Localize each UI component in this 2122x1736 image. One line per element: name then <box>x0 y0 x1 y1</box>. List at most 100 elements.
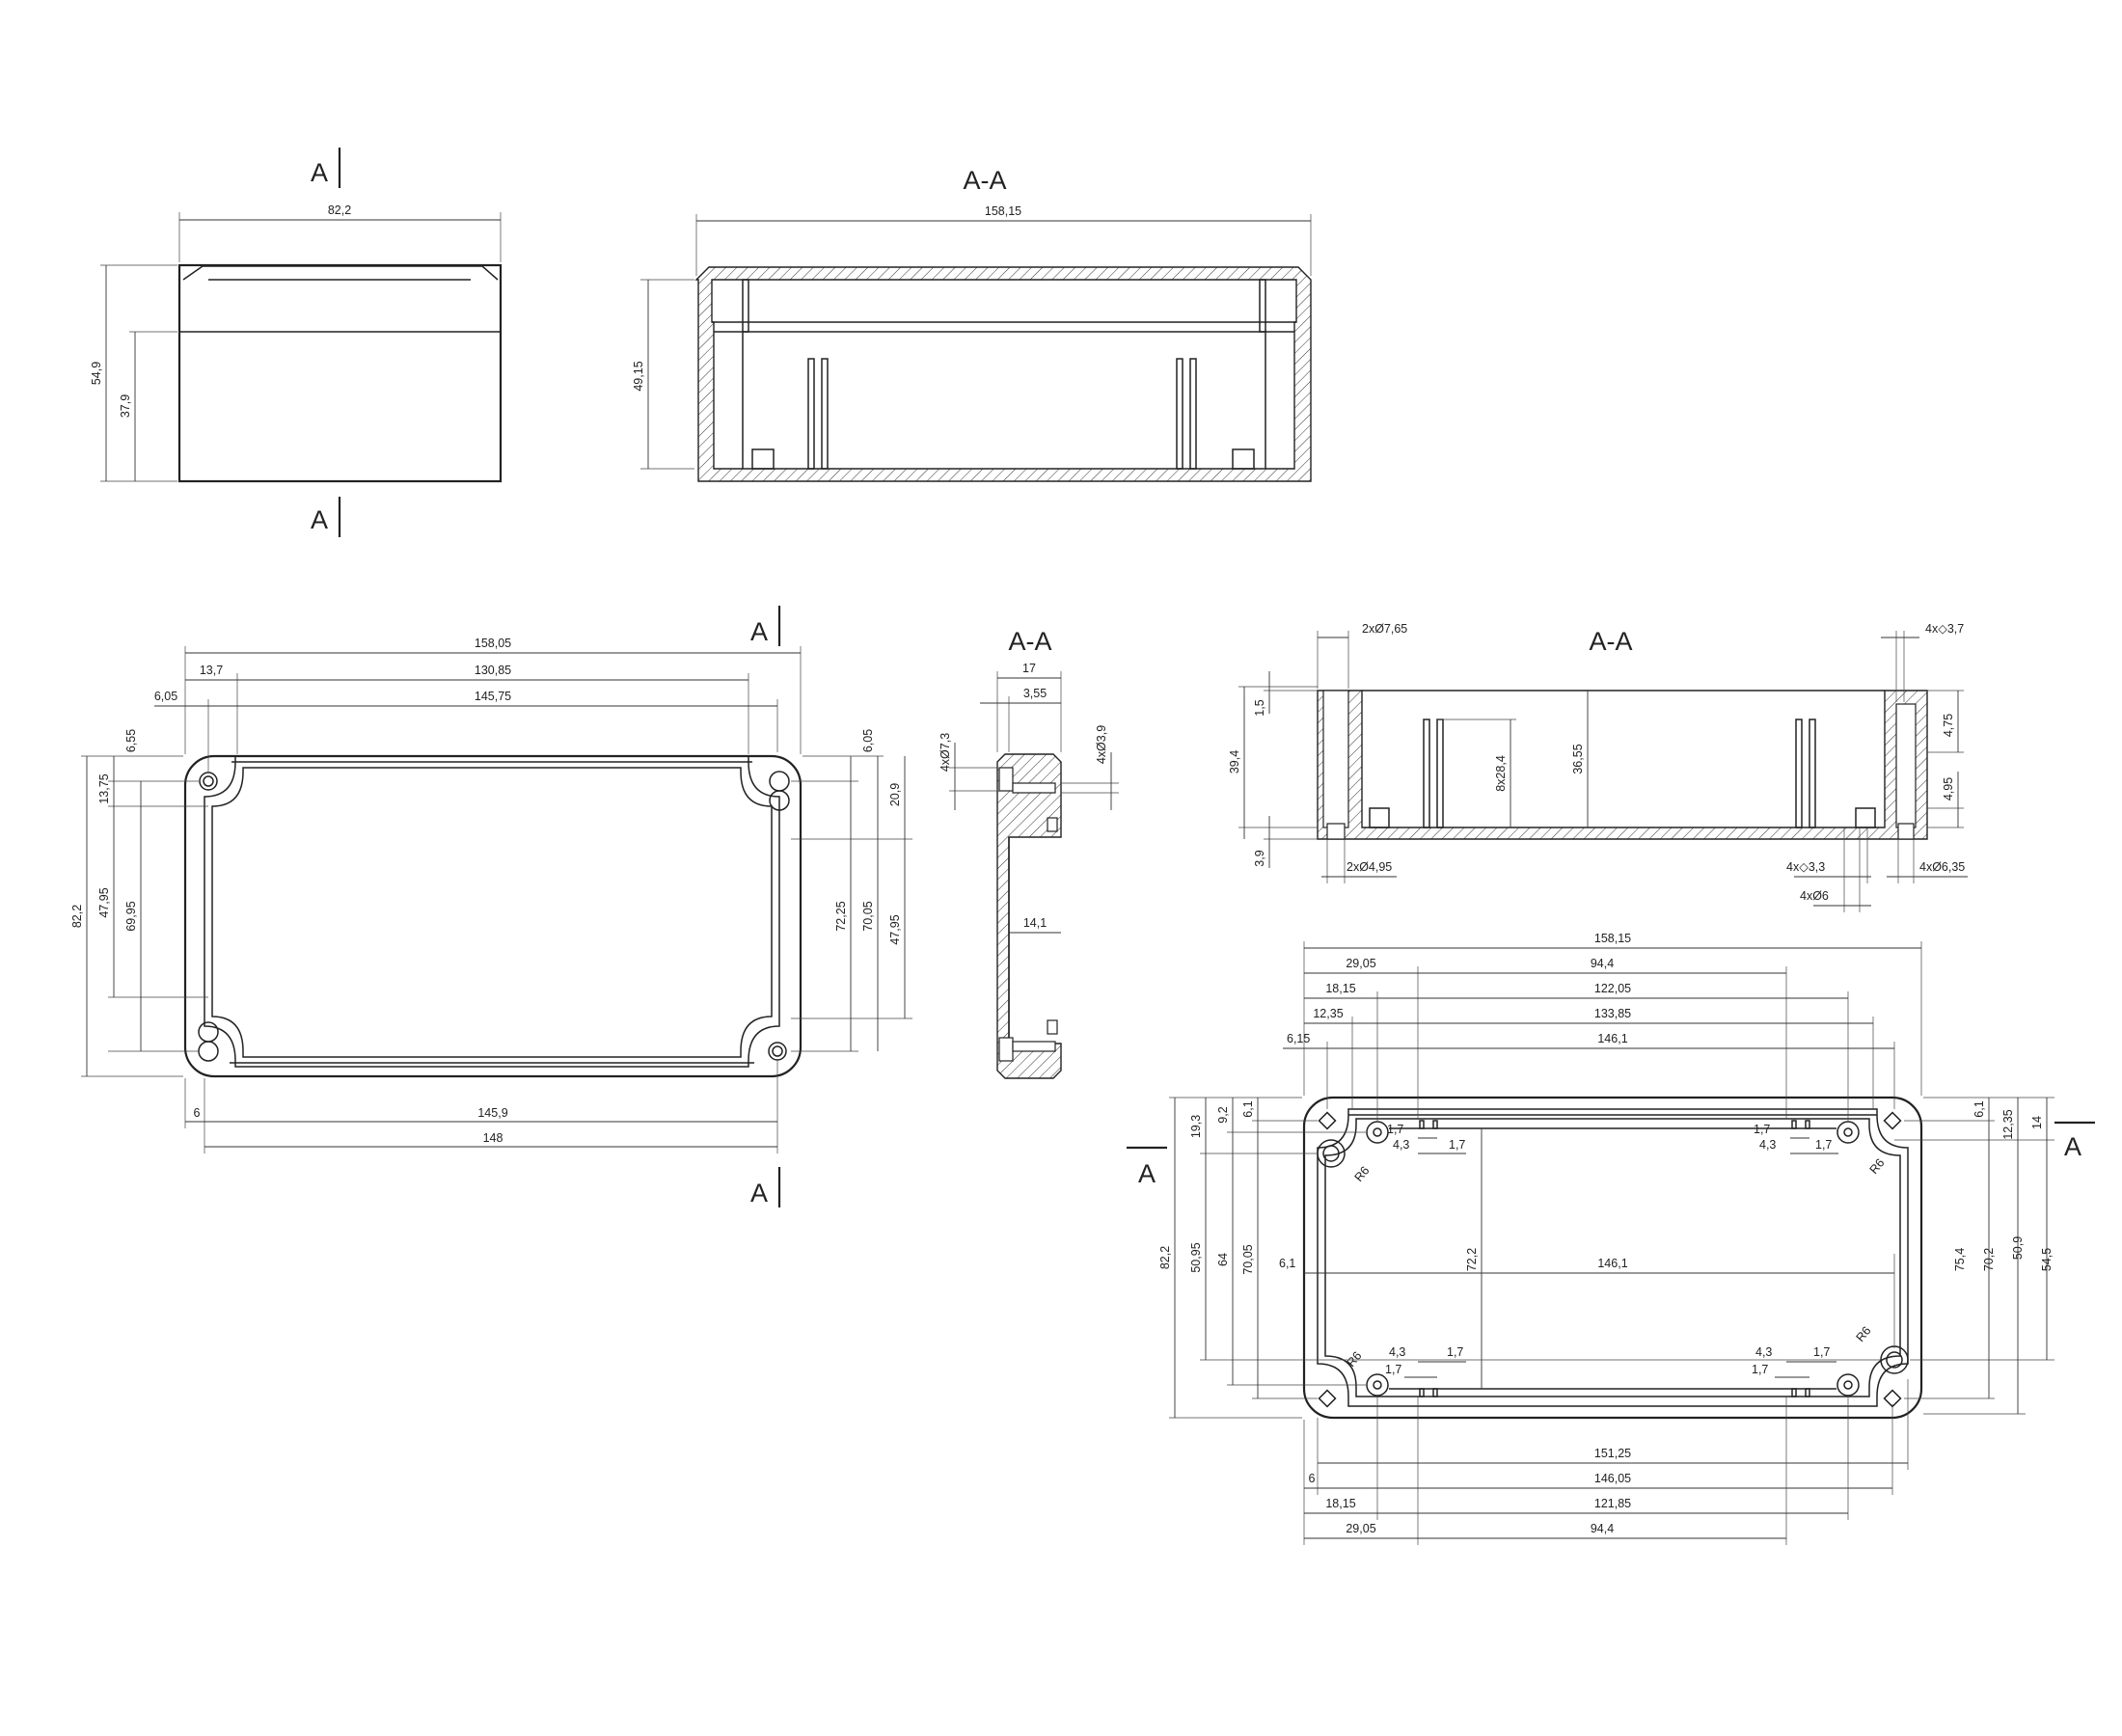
section-title: A-A <box>1589 627 1632 656</box>
dim-width: 82,2 <box>328 203 351 217</box>
dimension-label: 18,15 <box>1325 982 1355 995</box>
dimension-label: 1,7 <box>1813 1345 1830 1359</box>
dimension-label: 6,15 <box>1287 1032 1310 1045</box>
dimension-label: R6 <box>1352 1164 1373 1184</box>
dimension-label: 94,4 <box>1591 957 1614 970</box>
dimension-label: 6,55 <box>124 729 138 752</box>
view-section-long: A-A 158,15 49,15 <box>632 166 1312 482</box>
lid-outline <box>183 754 803 1078</box>
dimension-label: 1,7 <box>1449 1138 1465 1152</box>
dimension-label: 6,05 <box>861 729 875 752</box>
view-section-base: A-A 2xØ7,65 4x◇3,7 39,4 1,5 3,9 <box>1228 622 1968 912</box>
dimension-label: 12,35 <box>1313 1007 1343 1020</box>
dimension-label: 9,2 <box>1216 1106 1230 1123</box>
dimension-label: 29,05 <box>1346 1522 1375 1535</box>
dimension-label: 4,3 <box>1389 1345 1405 1359</box>
dimension-label: 4,75 <box>1942 714 1955 737</box>
dimension-label: 20,9 <box>888 783 902 806</box>
dimension-label: 3,9 <box>1253 850 1266 866</box>
dimension-label: 1,7 <box>1815 1138 1832 1152</box>
dimension-label: 72,25 <box>834 901 848 931</box>
dimension-label: 148 <box>483 1131 503 1145</box>
dimension-label: 1,7 <box>1752 1363 1768 1376</box>
dimension-label: 146,1 <box>1597 1257 1627 1270</box>
dimension-label: 122,05 <box>1594 982 1631 995</box>
box-outline <box>177 263 503 483</box>
dimension-label: 4x◇3,3 <box>1786 860 1825 874</box>
dimension-label: R6 <box>1854 1324 1874 1344</box>
dimension-label: 70,05 <box>1241 1244 1255 1274</box>
dimension-label: 12,35 <box>2001 1109 2015 1139</box>
view-lid-plan: A A 158,05 13,7 130,85 6,05 145,75 82,2 … <box>70 606 912 1207</box>
section-mark-top: A <box>311 158 328 187</box>
dimension-label: 133,85 <box>1594 1007 1631 1020</box>
dimension-label: 36,55 <box>1571 744 1585 773</box>
dimension-label: 4,3 <box>1755 1345 1772 1359</box>
dimension-label: 47,95 <box>888 914 902 944</box>
cavity <box>711 279 1297 470</box>
dimension-label: 29,05 <box>1346 957 1375 970</box>
dimension-label: 4,3 <box>1393 1138 1409 1152</box>
dimension-label: 13,7 <box>200 664 223 677</box>
dimension-label: 146,1 <box>1597 1032 1627 1045</box>
dimension-label: 64 <box>1216 1253 1230 1266</box>
dim-height: 49,15 <box>632 361 645 391</box>
dimension-label: 158,05 <box>475 637 511 650</box>
dimension-label: 19,3 <box>1189 1115 1203 1138</box>
section-title: A-A <box>1008 627 1051 656</box>
dimension-label: 151,25 <box>1594 1447 1631 1460</box>
dimension-label: 17 <box>1022 662 1036 675</box>
dimension-label: 4xØ3,9 <box>1095 725 1108 764</box>
section-mark-right: A <box>2064 1132 2081 1161</box>
dimension-label: 1,5 <box>1253 699 1266 716</box>
dimension-label: 146,05 <box>1594 1472 1631 1485</box>
dimension-label: 145,9 <box>477 1106 507 1120</box>
view-side-elevation: A A 82,2 54,9 37,9 <box>90 148 503 537</box>
dimension-label: 13,75 <box>97 773 111 803</box>
dimension-label: 2xØ4,95 <box>1347 860 1392 874</box>
dimension-label: 1,7 <box>1385 1363 1401 1376</box>
lid-groove-outer <box>204 756 780 1068</box>
dimension-label: 130,85 <box>475 664 511 677</box>
dimension-label: 70,05 <box>861 901 875 931</box>
dimension-label: 82,2 <box>70 905 84 928</box>
dimension-label: 70,2 <box>1982 1248 1996 1271</box>
dimension-label: R6 <box>1867 1156 1888 1177</box>
section-mark-bottom: A <box>750 1179 768 1207</box>
dimension-label: 50,9 <box>2011 1236 2025 1260</box>
section-mark-top: A <box>750 617 768 646</box>
dimension-label: 1,7 <box>1754 1123 1770 1136</box>
dimension-label: 14,1 <box>1023 916 1047 930</box>
dimension-label: 14 <box>2030 1116 2044 1129</box>
dimension-label: 1,7 <box>1387 1123 1403 1136</box>
dimension-label: 82,2 <box>1158 1246 1172 1269</box>
dimension-label: 4,95 <box>1942 777 1955 800</box>
dimension-label: 145,75 <box>475 690 511 703</box>
section-title: A-A <box>963 166 1006 195</box>
dimension-label: 72,2 <box>1465 1248 1479 1271</box>
dimension-label: 4xØ6,35 <box>1919 860 1965 874</box>
dimension-label: 2xØ7,65 <box>1362 622 1407 636</box>
dimension-label: 4x◇3,7 <box>1925 622 1964 636</box>
dimension-label: 4xØ6 <box>1800 889 1829 903</box>
view-base-plan: A A 158,15 29,05 94,4 18,15 122,05 12,35… <box>1127 932 2095 1545</box>
dim-length: 158,15 <box>985 204 1021 218</box>
dimension-label: 47,95 <box>97 887 111 917</box>
dimension-label: 69,95 <box>124 901 138 931</box>
section-mark-left: A <box>1138 1159 1156 1188</box>
dimension-label: 6,1 <box>1279 1257 1295 1270</box>
dimension-label: 75,4 <box>1953 1248 1967 1271</box>
dimension-label: 6,05 <box>154 690 177 703</box>
dimension-label: 6 <box>194 1106 201 1120</box>
dimension-label: 8x28,4 <box>1494 755 1508 792</box>
dimension-label: 121,85 <box>1594 1497 1631 1510</box>
section-mark-bottom: A <box>311 505 328 534</box>
dimension-label: 4,3 <box>1759 1138 1776 1152</box>
dimension-label: 4xØ7,3 <box>939 733 952 772</box>
view-lid-section: A-A 17 3,55 4xØ7,3 4xØ3,9 14,1 <box>939 627 1119 1079</box>
dimension-label: 50,95 <box>1189 1242 1203 1272</box>
dimension-label: 18,15 <box>1325 1497 1355 1510</box>
dimension-label: 94,4 <box>1591 1522 1614 1535</box>
lid-groove-inner <box>211 767 773 1058</box>
